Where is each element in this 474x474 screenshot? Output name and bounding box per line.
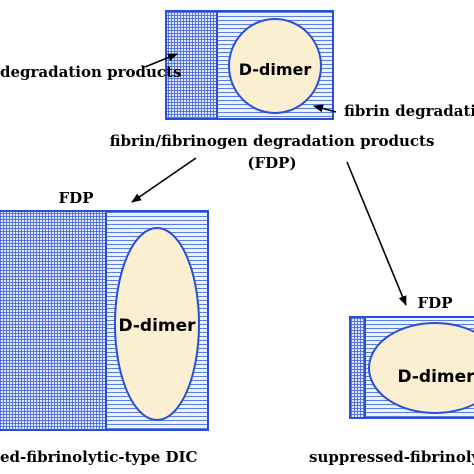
- arrow-to-left: [131, 157, 197, 203]
- left-d-dimer-label: D-dimer: [118, 316, 196, 336]
- top-right-arrow: [313, 104, 337, 113]
- right-d-dimer-label: D-dimer: [397, 367, 474, 387]
- left-caption: ed-fibrinolytic-type DIC: [0, 448, 197, 466]
- top-box-border: [165, 10, 334, 120]
- right-caption: suppressed-fibrinoly: [309, 448, 474, 466]
- left-d-dimer-ellipse: [114, 227, 200, 421]
- arrow-to-right: [346, 161, 407, 306]
- top-caption-line2: (FDP): [247, 154, 296, 172]
- top-left-arrow: [144, 53, 178, 68]
- left-fdp-label: FDP: [59, 189, 94, 207]
- left-box-border: [0, 210, 209, 431]
- top-fdp-box: [165, 10, 334, 120]
- left-degradation-grid: [0, 211, 106, 430]
- right-box-border: [349, 316, 474, 419]
- right-fdp-box: [349, 316, 474, 419]
- left-fdp-box: [0, 210, 209, 431]
- top-degradation-products-label: degradation products: [0, 63, 181, 81]
- top-d-dimer-label: D-dimer: [239, 60, 312, 79]
- top-fibrin-degradation-label: fibrin degradati: [344, 102, 474, 120]
- right-fdp-label: FDP: [418, 294, 453, 312]
- right-degradation-grid: [350, 317, 365, 418]
- top-caption-line1: fibrin/fibrinogen degradation products: [110, 132, 435, 150]
- top-d-dimer-ellipse: [228, 18, 322, 114]
- top-degradation-grid: [166, 11, 217, 119]
- right-d-dimer-ellipse: [368, 322, 474, 414]
